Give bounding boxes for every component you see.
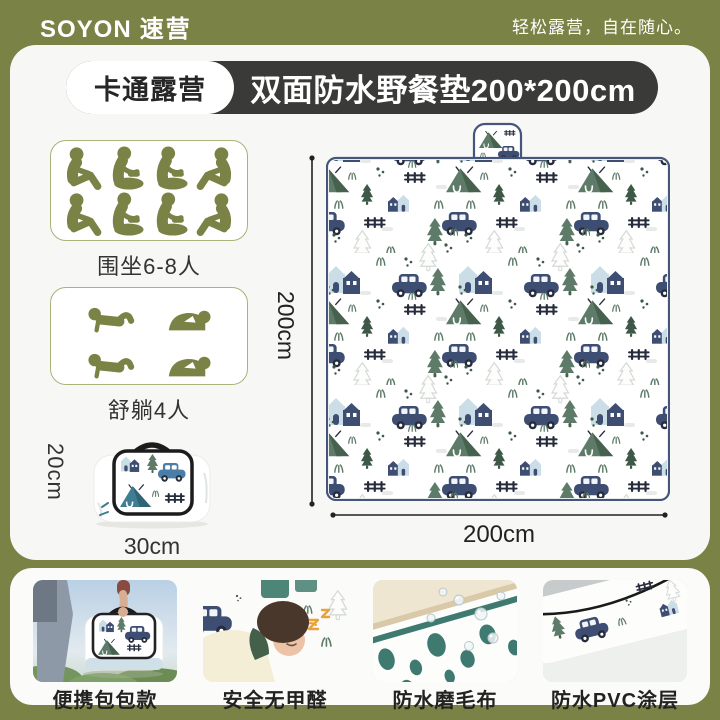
feature-label-formaldehyde-free: 安全无甲醛 (222, 690, 328, 712)
sitting-person-icon (105, 145, 149, 191)
product-title: 双面防水野餐垫200*200cm (250, 73, 636, 108)
sitting-person-icon (193, 191, 237, 237)
brand-name-cn: 速营 (139, 16, 192, 43)
lying-person-icon (168, 310, 211, 331)
folded-mat-bag-illustration (93, 442, 211, 529)
feature-photo-carry-bag (33, 580, 177, 682)
header: SOYON 速营 轻松露营，自在随心。 (0, 0, 720, 45)
feature-label-brushed-fabric: 防水磨毛布 (392, 690, 498, 712)
feature-strip: 便携包包款 安全无甲醛 防水磨毛布 防水PVC涂层 (10, 568, 710, 712)
lying-person-icon (71, 292, 149, 338)
feature-photo-safe-child (203, 580, 347, 682)
mat-height-label: 200cm (273, 291, 299, 361)
product-title-bar: 卡通露营 双面防水野餐垫200*200cm (66, 61, 658, 114)
sitting-person-icon (193, 145, 237, 191)
height-dimension-line (309, 155, 315, 507)
feature-photo-waterproof-cloth (373, 580, 517, 682)
sitting-person-icon (105, 191, 149, 237)
lying-person-icon (168, 356, 211, 377)
sitting-person-icon (149, 191, 193, 237)
brand-name: SOYON (40, 16, 132, 43)
brand-logo: SOYON 速营 (40, 9, 192, 44)
sitting-capacity-label: 围坐6-8人 (97, 254, 201, 279)
feature-photo-pvc-coating (543, 580, 687, 682)
picnic-mat-illustration (326, 122, 670, 501)
feature-label-pvc-coating: 防水PVC涂层 (550, 690, 680, 712)
mat-width-label: 200cm (462, 521, 536, 548)
sitting-person-icon (61, 145, 105, 191)
folded-height-label: 20cm (43, 443, 68, 501)
lying-capacity-label: 舒躺4人 (107, 398, 191, 423)
lying-person-icon (71, 338, 149, 384)
sitting-person-icon (61, 191, 105, 237)
folded-width-label: 30cm (123, 533, 181, 559)
lying-capacity-box (50, 287, 248, 385)
title-badge: 卡通露营 (66, 61, 234, 114)
feature-label-carry-bag: 便携包包款 (52, 690, 158, 712)
brand-tagline: 轻松露营，自在随心。 (512, 18, 692, 37)
sitting-person-icon (149, 145, 193, 191)
main-card: 卡通露营 双面防水野餐垫200*200cm 围坐6-8人 舒躺4人 (10, 45, 710, 560)
width-dimension-line (330, 512, 668, 518)
sitting-capacity-box (50, 140, 248, 241)
